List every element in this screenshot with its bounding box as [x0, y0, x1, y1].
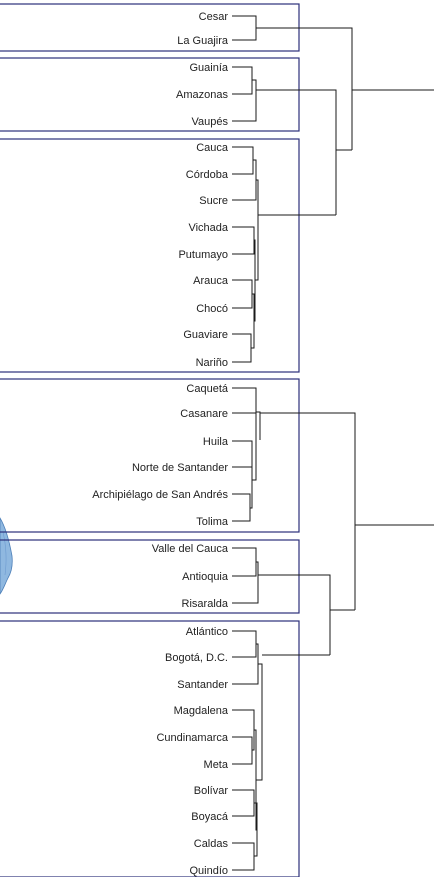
cluster-box — [0, 3, 300, 52]
leaf-label: Arauca — [193, 275, 229, 287]
leaf-label: Sucre — [199, 195, 228, 207]
merge-bolivar-boyaca — [246, 789, 255, 817]
dendrogram-links — [232, 15, 434, 871]
merge-guainia-amazonas — [246, 66, 253, 95]
leaf-label: Vaupés — [192, 116, 229, 128]
merge-cesar-guajira — [246, 15, 257, 41]
leaf-label: La Guajira — [177, 35, 229, 47]
leaf-label: Bogotá, D.C. — [165, 652, 228, 664]
leaf-label: Cauca — [196, 142, 229, 154]
leaf-label: Amazonas — [176, 89, 228, 101]
leaf-label: Boyacá — [191, 811, 229, 823]
leaf-label: Chocó — [196, 303, 228, 315]
leaf-label: Putumayo — [178, 249, 228, 261]
leaf-label: Cesar — [199, 11, 229, 23]
leaf-label: Meta — [204, 759, 229, 771]
leaf-label: Caquetá — [186, 383, 228, 395]
leaf-label: Cundinamarca — [156, 732, 228, 744]
leaf-label: Caldas — [194, 838, 229, 850]
merge-caldas-quindio — [246, 842, 255, 871]
leaf-label: Atlántico — [186, 626, 228, 638]
merge-cluster4-a — [252, 400, 257, 481]
map-fragment — [0, 517, 13, 595]
merge-vaupes — [246, 79, 257, 122]
cluster-box — [0, 138, 300, 373]
leaf-label: Vichada — [188, 222, 228, 234]
cluster-box — [0, 378, 300, 533]
merge-caqueta-casanare — [246, 387, 257, 414]
merge-c1-up — [256, 27, 353, 150]
merge-sucre — [246, 159, 257, 201]
merge-cundinamarca-meta — [246, 736, 253, 765]
merge-cauca-cordoba — [246, 146, 254, 175]
merge-c2-up — [256, 89, 337, 215]
leaf-label: Quindío — [189, 865, 228, 877]
map-fragment-river — [2, 531, 7, 576]
merge-guaviare-narino — [246, 333, 252, 363]
leaf-label: Santander — [177, 679, 228, 691]
leaf-label: Córdoba — [186, 169, 229, 181]
merge-sanandres-tolima — [246, 493, 251, 522]
merge-valle-antioquia — [246, 547, 257, 577]
merge-c4-up — [260, 412, 356, 610]
merge-risaralda — [246, 561, 259, 604]
leaf-labels: Cesar La GuajiraGuainíaAmazonasVaupésCauc… — [92, 11, 229, 877]
leaf-label: Tolima — [196, 516, 229, 528]
merge-cluster3 — [255, 179, 259, 281]
merge-arauca-choco — [246, 279, 253, 309]
leaf-label: Huila — [203, 436, 229, 448]
merge-huila-tolima — [250, 454, 253, 509]
cluster-boxes — [0, 3, 300, 877]
merge-vichada-putumayo — [246, 226, 255, 255]
merge-magdalena — [246, 709, 255, 751]
merge-c5-up — [258, 574, 331, 655]
merge-atlantico-bogota — [246, 630, 257, 658]
leaf-label: Nariño — [196, 357, 228, 369]
leaf-label: Antioquia — [182, 571, 229, 583]
cluster-box — [0, 539, 300, 614]
leaf-label: Casanare — [180, 408, 228, 420]
leaf-label: Risaralda — [182, 598, 229, 610]
cluster-box — [0, 620, 300, 877]
leaf-label: Magdalena — [174, 705, 229, 717]
leaf-label: Bolívar — [194, 785, 229, 797]
leaf-label: Guaviare — [183, 329, 228, 341]
leaf-label: Archipiélago de San Andrés — [92, 489, 228, 501]
merge-huila-norte — [246, 440, 253, 468]
leaf-label: Norte de Santander — [132, 462, 228, 474]
leaf-label: Valle del Cauca — [152, 543, 229, 555]
merge-cluster4-b — [256, 411, 261, 440]
merge-cluster6 — [256, 663, 263, 781]
cluster-box — [0, 57, 300, 132]
leaf-label: Guainía — [189, 62, 228, 74]
